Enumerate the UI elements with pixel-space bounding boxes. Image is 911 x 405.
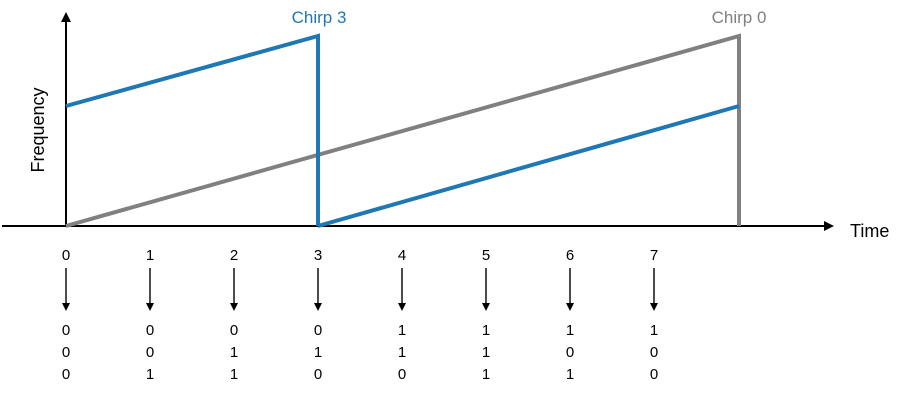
bit-7-2: 0 [650,366,658,383]
chirp-0-label: Chirp 0 [712,8,767,27]
tick-label-5: 5 [482,247,490,264]
tick-label-1: 1 [146,247,154,264]
chirp-0-line [65,33,741,228]
bit-2-1: 1 [230,344,238,361]
bit-2-0: 0 [230,322,238,339]
tick-label-7: 7 [650,247,658,264]
bit-2-2: 1 [230,366,238,383]
chirp-3-line-lower [317,104,740,228]
bit-6-0: 1 [566,322,574,339]
bit-3-0: 0 [314,322,322,339]
bit-7-1: 0 [650,344,658,361]
chirp-3-label: Chirp 3 [292,8,347,27]
bit-1-1: 0 [146,344,154,361]
tick-label-4: 4 [398,247,406,264]
bit-1-2: 1 [146,366,154,383]
bit-5-2: 1 [482,366,490,383]
tick-label-3: 3 [314,247,322,264]
bit-6-1: 0 [566,344,574,361]
bit-0-1: 0 [62,344,70,361]
bit-0-0: 0 [62,322,70,339]
tick-label-0: 0 [62,247,70,264]
bit-5-0: 1 [482,322,490,339]
bit-7-0: 1 [650,322,658,339]
tick-label-2: 2 [230,247,238,264]
bit-4-1: 1 [398,344,406,361]
bit-4-2: 0 [398,366,406,383]
bit-6-2: 1 [566,366,574,383]
chirp-3-line-upper [65,33,320,226]
bit-3-1: 1 [314,344,322,361]
bit-0-2: 0 [62,366,70,383]
y-axis-label: Frequency [28,87,48,172]
bit-5-1: 1 [482,344,490,361]
bit-1-0: 0 [146,322,154,339]
x-axis-label: Time [850,221,889,241]
bit-4-0: 1 [398,322,406,339]
tick-label-6: 6 [566,247,574,264]
bit-3-2: 0 [314,366,322,383]
